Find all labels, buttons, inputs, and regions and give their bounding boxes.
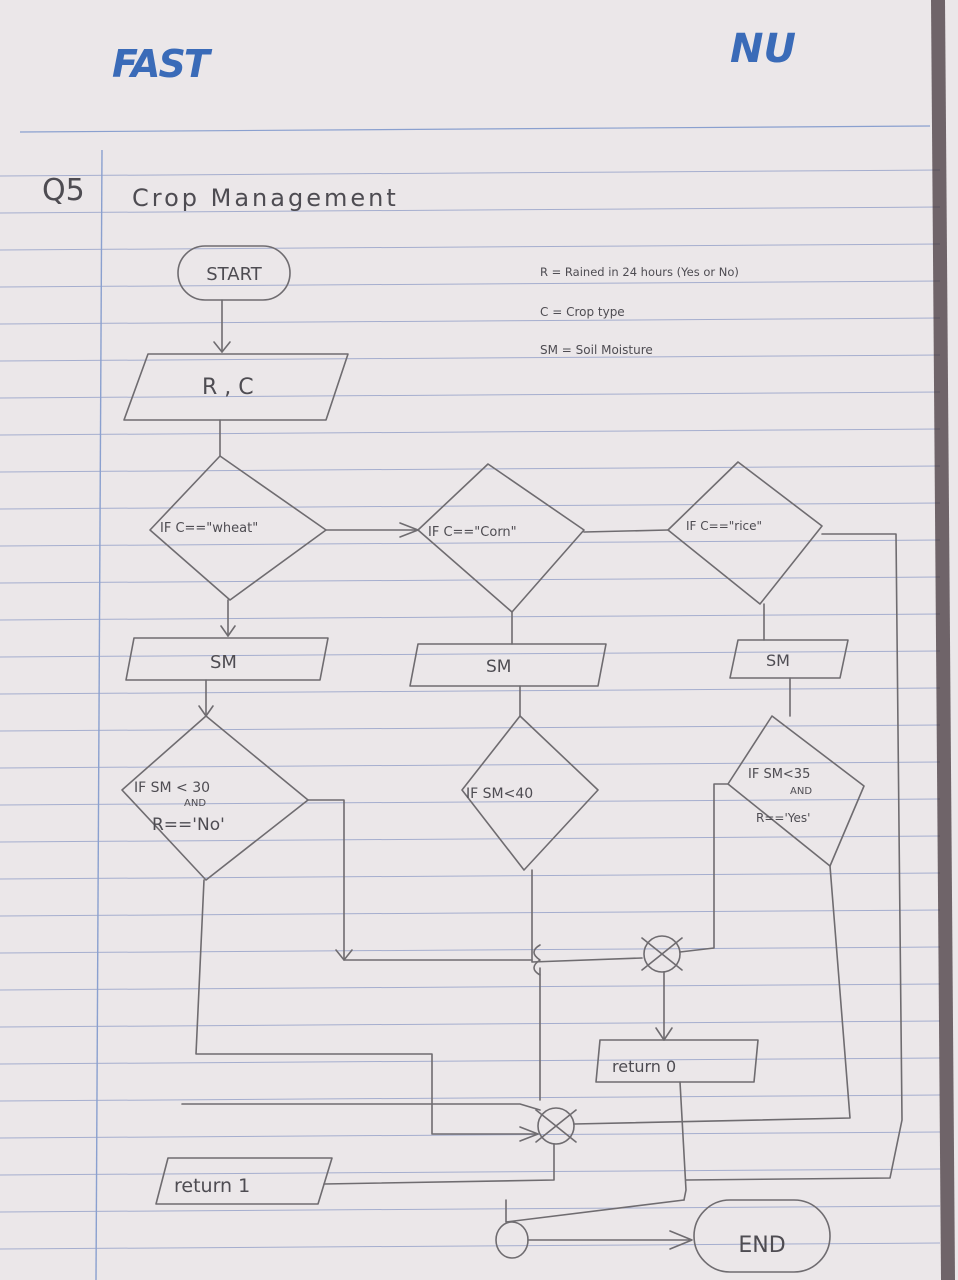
input-sm-1-label: SM <box>210 652 237 673</box>
rice-no-branch-line <box>685 533 903 1181</box>
rice-yes-branch-line <box>573 865 851 1125</box>
arrowhead-merge-end <box>669 1230 693 1250</box>
cond-wheat-diamond <box>121 715 309 881</box>
rule-line <box>0 724 941 732</box>
right-edge-shadow <box>931 0 955 1280</box>
rule-line <box>0 1242 941 1250</box>
rule-line <box>0 983 941 991</box>
decision-rice-label: IF C=="rice" <box>686 519 762 533</box>
arrowhead-wheat-yes <box>519 1126 539 1142</box>
legend-line-sm: SM = Soil Moisture <box>540 343 653 357</box>
start-label: START <box>206 264 263 285</box>
rule-line <box>0 798 941 806</box>
legend-line-r: R = Rained in 24 hours (Yes or No) <box>540 265 739 279</box>
connector-return-one <box>537 1107 575 1145</box>
rule-line <box>0 1168 941 1176</box>
rule-line <box>0 1094 941 1102</box>
rule-line <box>0 169 941 177</box>
return-zero-to-end-line <box>679 1081 687 1201</box>
cond-wheat-and: AND <box>184 798 206 809</box>
header-rule <box>19 125 931 133</box>
return-one-parallelogram <box>155 1157 333 1205</box>
connector-one-cross-b <box>535 1109 577 1143</box>
cond-corn-diamond <box>461 715 599 871</box>
arrowhead-wheat-no <box>335 949 353 961</box>
arrowhead-start-input <box>213 341 231 353</box>
rule-line <box>0 317 941 325</box>
connector-one-to-return-one-line <box>323 1143 555 1185</box>
cond-wheat-line3: R=='No' <box>152 815 225 835</box>
ruled-lines <box>0 169 941 1250</box>
connector-return-zero <box>643 935 681 973</box>
wheat-yes-branch-line <box>195 879 539 1135</box>
return-zero-label: return 0 <box>612 1057 676 1076</box>
decision-corn-label: IF C=="Corn" <box>428 525 517 540</box>
rule-line <box>0 687 941 695</box>
input-rc-label: R , C <box>202 375 254 400</box>
merge-bracket <box>533 944 541 976</box>
decision-wheat-label: IF C=="wheat" <box>160 521 258 536</box>
wheat-no-branch-line <box>307 799 533 961</box>
cond-rice-line1: IF SM<35 <box>748 767 810 782</box>
rule-line <box>0 872 941 880</box>
merge-connector-end <box>495 1221 529 1259</box>
cond-rice-line3: R=='Yes' <box>756 811 810 825</box>
rule-line <box>0 1057 941 1065</box>
connector-zero-cross-b <box>641 937 683 971</box>
legend-line-c: C = Crop type <box>540 305 625 319</box>
arrowhead-wheat-sm <box>220 625 236 637</box>
cond-wheat-line1: IF SM < 30 <box>134 780 210 796</box>
rule-line <box>0 243 941 251</box>
rule-line <box>0 539 941 547</box>
page-title: Crop Management <box>132 184 399 212</box>
end-terminal <box>693 1199 831 1273</box>
rule-line <box>0 391 941 399</box>
rule-line <box>0 428 941 436</box>
rule-line <box>0 909 941 917</box>
return-one-to-merge-line <box>505 1199 685 1223</box>
rule-line <box>0 502 941 510</box>
rule-line <box>0 465 941 473</box>
input-sm-3-parallelogram <box>729 639 849 679</box>
rule-line <box>0 576 941 584</box>
start-terminal <box>177 245 291 301</box>
rule-line <box>0 650 941 658</box>
cond-corn-label: IF SM<40 <box>466 786 533 802</box>
return-one-label: return 1 <box>174 1175 250 1197</box>
rule-line <box>0 613 941 621</box>
corn-no-branch-line <box>531 869 643 963</box>
rule-line <box>0 1205 941 1213</box>
fast-logo: FAST <box>112 42 210 86</box>
margin-line <box>95 149 103 1280</box>
rule-line <box>0 280 941 288</box>
arrow-corn-to-rice <box>583 529 669 533</box>
rice-cond-no-branch-line <box>679 783 729 953</box>
decision-rice-diamond <box>667 461 823 605</box>
rule-line <box>0 1131 941 1139</box>
end-label: END <box>738 1233 785 1258</box>
rule-line <box>0 946 941 954</box>
question-label: Q5 <box>42 173 85 208</box>
return-zero-parallelogram <box>595 1039 759 1083</box>
input-sm-2-label: SM <box>486 657 511 677</box>
rule-line <box>0 835 941 843</box>
rule-line <box>0 1020 941 1028</box>
nu-logo: NU <box>730 26 796 72</box>
input-sm-3-label: SM <box>766 651 790 670</box>
rule-line <box>0 206 941 214</box>
input-rc-parallelogram <box>123 353 349 421</box>
rule-line <box>0 761 941 769</box>
cond-rice-and: AND <box>790 786 812 797</box>
rule-line <box>0 354 941 362</box>
corn-yes-branch-line <box>181 1103 541 1111</box>
input-sm-2-parallelogram <box>409 643 607 687</box>
decision-wheat-diamond <box>149 455 327 601</box>
input-sm-1-parallelogram <box>125 637 329 681</box>
